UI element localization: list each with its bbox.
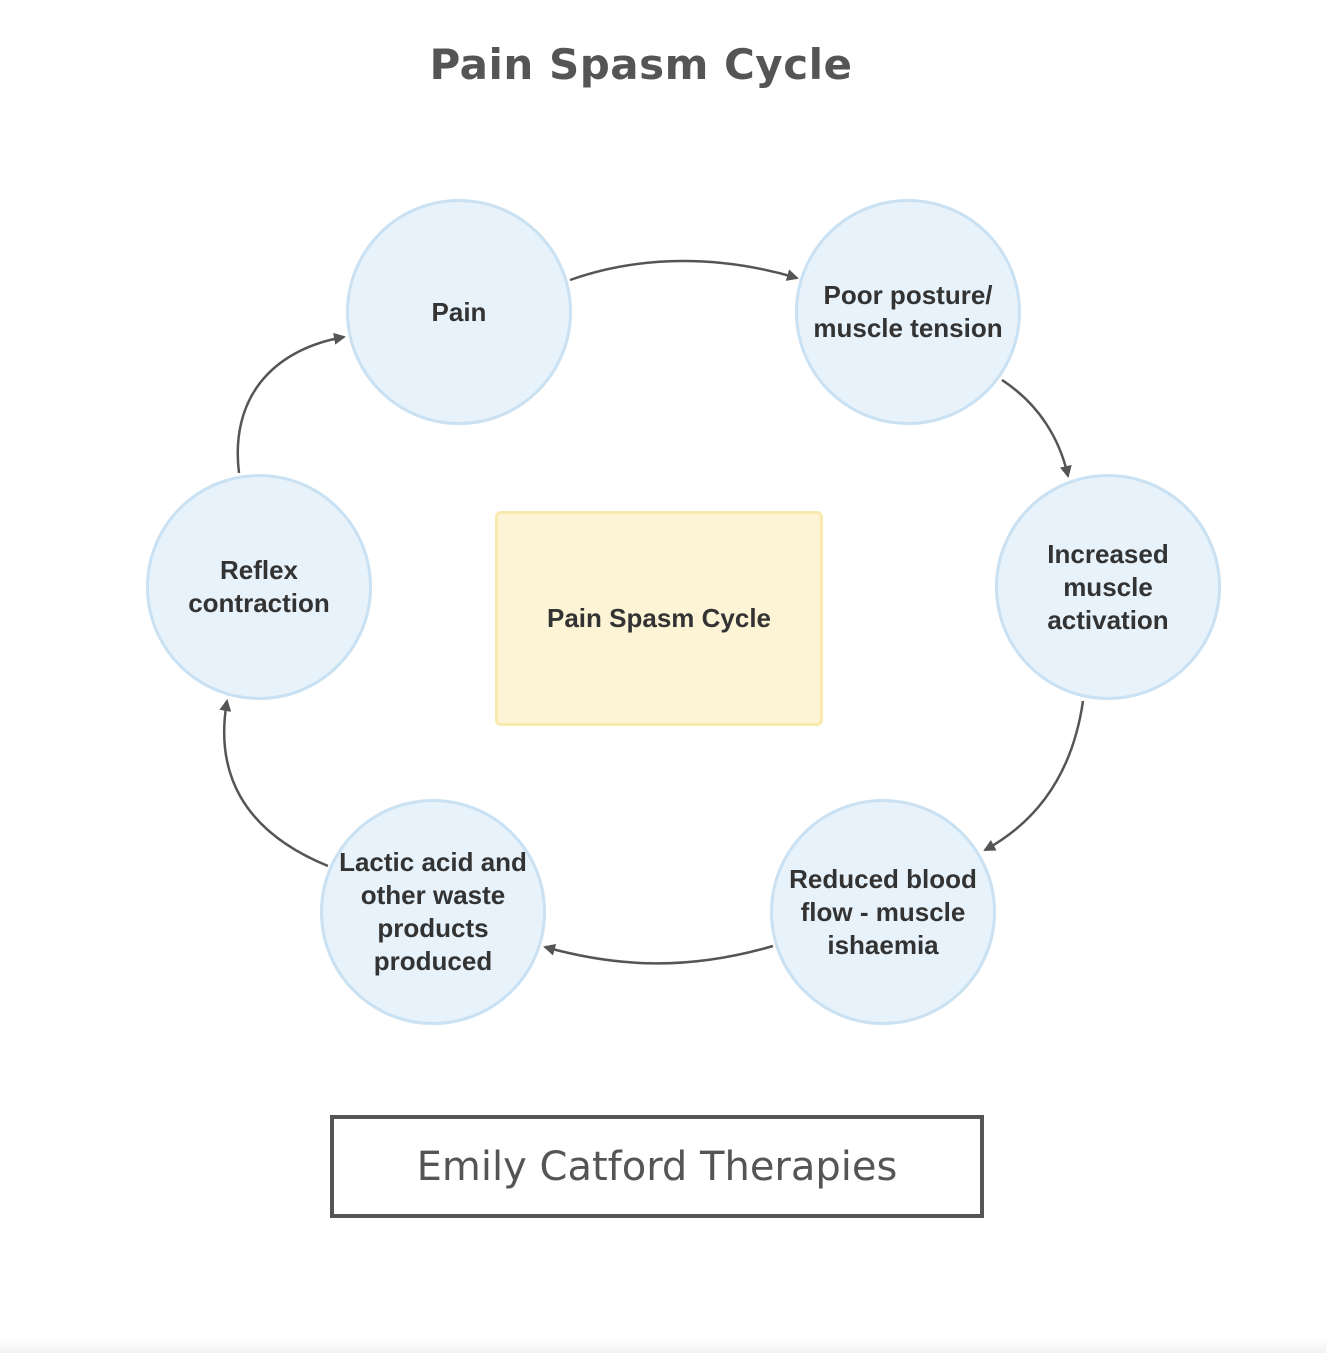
arrow-increased-activation-to-reduced-blood-flow [983, 700, 1085, 852]
arrow-lactic-acid-to-reflex-contraction [219, 699, 329, 868]
node-lactic-acid: Lactic acid and other waste products pro… [320, 799, 546, 1025]
node-reduced-blood-flow: Reduced blood flow - muscle ishaemia [770, 799, 996, 1025]
node-increased-muscle-activation: Increased muscle activation [995, 474, 1221, 700]
arrow-pain-to-poor-posture [569, 259, 799, 282]
bottom-edge-shade [0, 1339, 1326, 1353]
arrow-reduced-blood-flow-to-lactic-acid [543, 943, 774, 965]
arrow-poor-posture-to-increased-activation [1001, 378, 1072, 478]
node-poor-posture: Poor posture/ muscle tension [795, 199, 1021, 425]
center-label-box: Pain Spasm Cycle [495, 511, 823, 726]
node-reflex-contraction: Reflex contraction [146, 474, 372, 700]
page-title: Pain Spasm Cycle [429, 40, 853, 89]
arrow-reflex-contraction-to-pain [236, 332, 346, 474]
footer-credit: Emily Catford Therapies [330, 1115, 984, 1218]
node-pain: Pain [346, 199, 572, 425]
